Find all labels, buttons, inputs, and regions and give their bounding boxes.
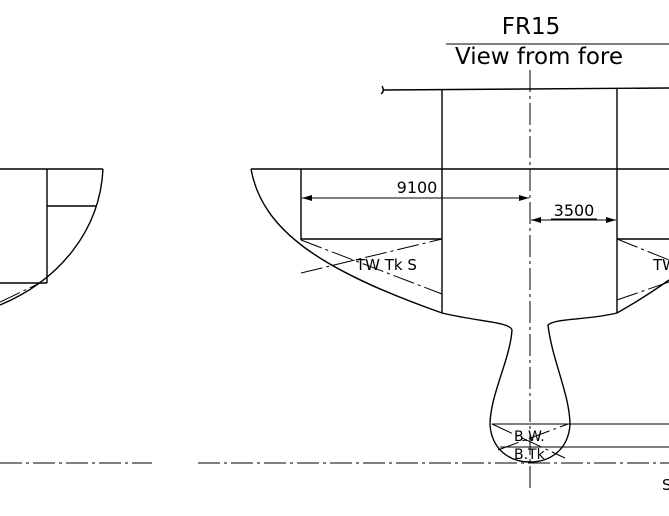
tank-diagonal-stbd: [616, 238, 669, 261]
tank-diagonal-2: [300, 238, 443, 274]
edge-label: S: [662, 476, 669, 494]
upper-deck-line: [380, 85, 669, 95]
tank-diagonal-1: [300, 239, 443, 295]
skeg-port: [441, 312, 531, 463]
dim-9100-label: 9100: [397, 178, 438, 197]
bilge-tank-label: B.Tk: [514, 447, 546, 463]
left-tank-diagonal: [0, 282, 41, 303]
tank-label-port: TW Tk S: [355, 256, 417, 274]
tank-label-stbd: TW: [652, 256, 669, 274]
tank-diagonal-stbd-2: [616, 281, 669, 301]
bilge-well-label: B.W.: [514, 429, 545, 445]
left-hull-curve: [0, 168, 104, 306]
bilge-diagonal-1: [491, 423, 566, 459]
view-title: FR15: [502, 14, 560, 40]
hull-stbd-curve: [616, 279, 669, 314]
bilge-diagonal-2: [497, 423, 569, 451]
hull-port-curve: [250, 168, 443, 314]
view-subtitle: View from fore: [455, 44, 623, 70]
skeg-stbd: [529, 312, 618, 463]
dim-3500-label: 3500: [554, 201, 595, 220]
